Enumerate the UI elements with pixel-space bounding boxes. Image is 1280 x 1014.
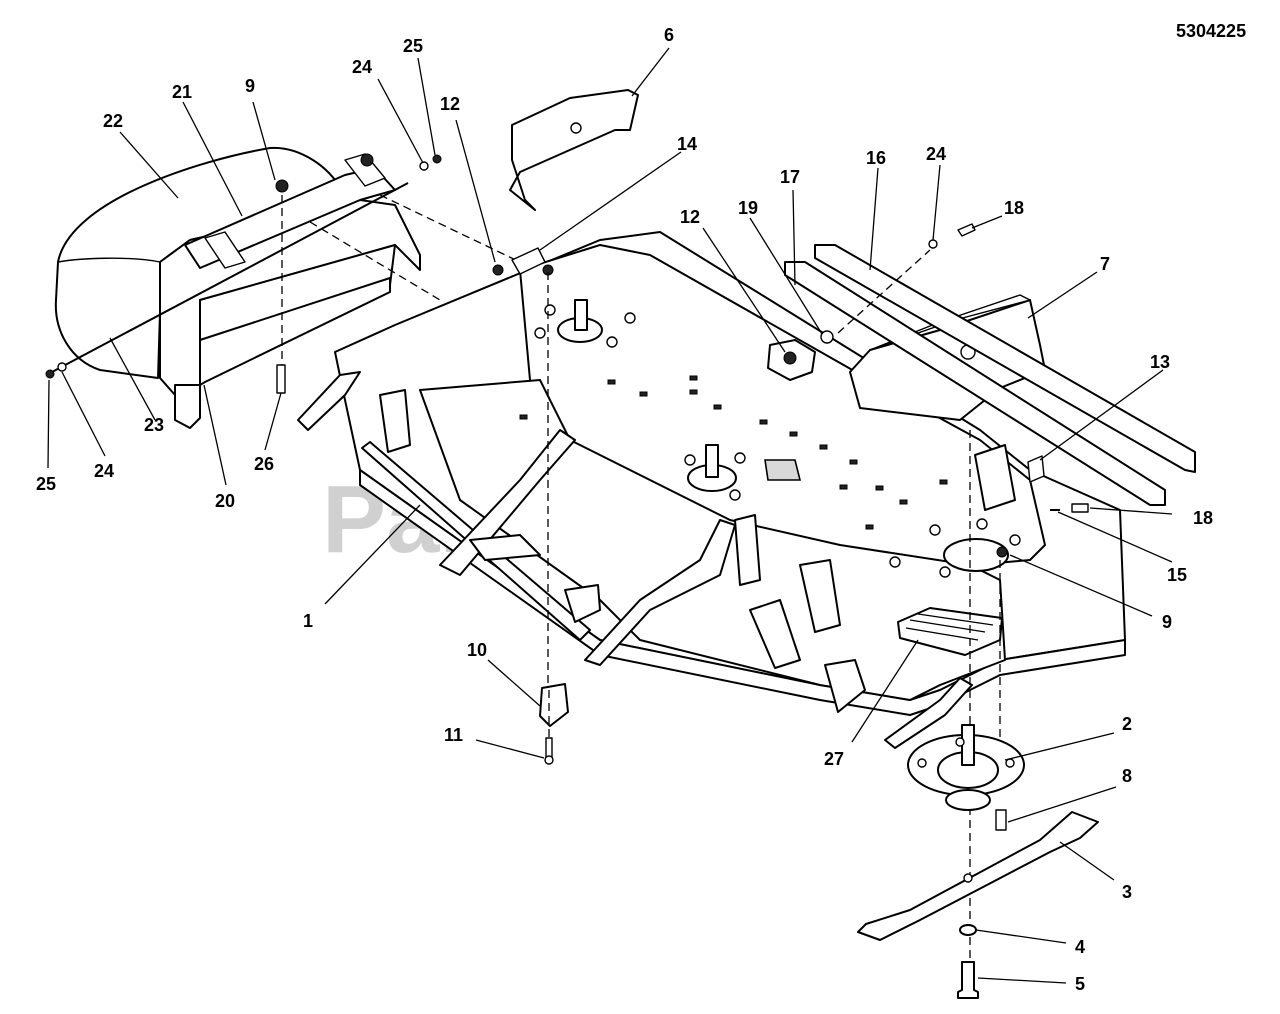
washer-24-right bbox=[928, 239, 938, 249]
callout-5: 5 bbox=[1075, 974, 1085, 994]
spindle-right-opening bbox=[943, 538, 1009, 572]
callout-14: 14 bbox=[677, 134, 697, 154]
callout-25-left: 25 bbox=[36, 474, 56, 494]
nut-left-end bbox=[45, 369, 55, 379]
deck-nuts bbox=[492, 264, 1021, 578]
callout-12-left: 12 bbox=[440, 94, 460, 114]
callout-17: 17 bbox=[780, 167, 800, 187]
lower-left-hardware bbox=[539, 683, 569, 765]
document-number: 5304225 bbox=[1176, 21, 1246, 41]
callout-12-center: 12 bbox=[680, 207, 700, 227]
deck-foot-mid bbox=[564, 584, 601, 623]
deck-bracket-front bbox=[799, 559, 841, 633]
belt-cover bbox=[509, 89, 639, 211]
lift-arm-left bbox=[297, 371, 361, 431]
leader-lines bbox=[47, 47, 1173, 984]
dash-rail-bolt bbox=[837, 249, 931, 334]
hex-plate-nut bbox=[783, 351, 797, 365]
bumper-assembly bbox=[45, 146, 521, 429]
bolt-18-right bbox=[1071, 503, 1089, 513]
bumper-lower-plate bbox=[199, 277, 391, 386]
anti-scalp-ribs bbox=[905, 613, 994, 641]
blade-washer bbox=[959, 924, 977, 936]
blade-center-hole bbox=[963, 873, 973, 883]
callout-24-top: 24 bbox=[352, 57, 372, 77]
spindle-bolt-hole-1 bbox=[917, 758, 927, 768]
callout-10: 10 bbox=[467, 640, 487, 660]
callout-13: 13 bbox=[1150, 352, 1170, 372]
screw-11-head bbox=[544, 755, 554, 765]
bolt-8 bbox=[995, 809, 1007, 831]
bumper-pad-edge bbox=[57, 257, 161, 263]
callout-9-top: 9 bbox=[245, 76, 255, 96]
spindle-rear-shaft bbox=[574, 299, 588, 331]
deck-foot-left bbox=[469, 534, 541, 561]
lift-arm-right bbox=[884, 677, 973, 749]
callout-21: 21 bbox=[172, 82, 192, 102]
callout-8: 8 bbox=[1122, 766, 1132, 786]
bracket-ear-left bbox=[204, 231, 246, 269]
callout-24-left: 24 bbox=[94, 461, 114, 481]
callout-25-top: 25 bbox=[403, 36, 423, 56]
callout-16: 16 bbox=[866, 148, 886, 168]
hanger-bracket-rear bbox=[379, 389, 411, 453]
bracket-14 bbox=[511, 247, 546, 275]
nut-top-right bbox=[360, 153, 374, 167]
callout-18-top: 18 bbox=[1004, 198, 1024, 218]
callout-3: 3 bbox=[1122, 882, 1132, 902]
callout-2: 2 bbox=[1122, 714, 1132, 734]
callout-9-right: 9 bbox=[1162, 612, 1172, 632]
spindle-center-shaft bbox=[705, 444, 719, 478]
bolt-26 bbox=[276, 364, 286, 394]
callout-11: 11 bbox=[444, 725, 463, 745]
callout-6: 6 bbox=[664, 25, 674, 45]
spindle-bolt-hole-2 bbox=[1005, 758, 1015, 768]
deck-housing bbox=[297, 89, 1196, 960]
bumper-top-bracket bbox=[184, 167, 396, 269]
bumper-foot bbox=[174, 384, 201, 429]
mower-blade bbox=[857, 811, 1099, 941]
callout-26: 26 bbox=[254, 454, 274, 474]
callout-15: 15 bbox=[1167, 565, 1187, 585]
callout-18-right: 18 bbox=[1193, 508, 1213, 528]
bumper-pad bbox=[54, 146, 341, 379]
deck-slots bbox=[519, 375, 948, 530]
callout-23: 23 bbox=[144, 415, 164, 435]
spindle-bottom bbox=[945, 789, 991, 811]
nut-right-end bbox=[432, 154, 442, 164]
callout-19: 19 bbox=[738, 198, 758, 218]
deck-foot-front bbox=[824, 659, 866, 713]
callout-4: 4 bbox=[1075, 937, 1085, 957]
rail-upper bbox=[814, 244, 1196, 473]
callout-27: 27 bbox=[824, 749, 844, 769]
gauge-wheel-bracket bbox=[749, 599, 801, 669]
washer-right-end bbox=[419, 161, 429, 171]
spindle-shaft bbox=[961, 724, 975, 766]
nut-top-left bbox=[275, 179, 289, 193]
belt-guide-13 bbox=[1027, 455, 1045, 483]
callout-7: 7 bbox=[1100, 254, 1110, 274]
bracket-10 bbox=[539, 683, 569, 727]
blade-bolt bbox=[957, 961, 979, 999]
hanger-bracket-right bbox=[974, 444, 1016, 511]
deck-square-plate bbox=[764, 459, 802, 481]
bracket-ear-right bbox=[344, 153, 386, 187]
callout-22: 22 bbox=[103, 111, 123, 131]
bolt-18-top bbox=[957, 223, 976, 237]
callout-1: 1 bbox=[303, 611, 313, 631]
washer-left-end bbox=[57, 362, 67, 372]
callout-20: 20 bbox=[215, 491, 235, 511]
belt-cover-hole bbox=[570, 122, 582, 134]
spindle-bolt-hole-3 bbox=[955, 737, 965, 747]
spindle-blade-assembly bbox=[857, 724, 1099, 999]
hanger-bracket-mid bbox=[734, 514, 761, 586]
callouts: 1 2 3 4 5 6 7 8 9 9 10 11 12 12 13 14 15… bbox=[36, 25, 1213, 994]
washer-19 bbox=[820, 330, 834, 344]
callout-24-right: 24 bbox=[926, 144, 946, 164]
